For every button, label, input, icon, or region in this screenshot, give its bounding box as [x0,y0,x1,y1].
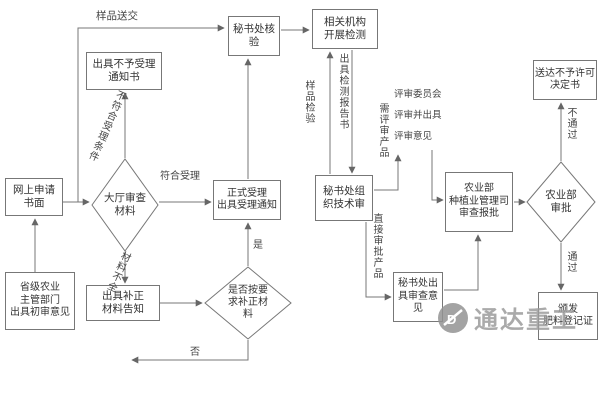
node-online-application: 网上申请 书面 [5,178,63,216]
node-technical-review: 秘书处组 织技术审 [315,175,373,221]
edge-label-yes: 是 [253,240,263,251]
edge-label-fail: 不通过 [565,107,576,140]
edge-label-pass: 通过 [565,251,576,273]
node-supplement-notice: 出具补正 材料告知 [86,285,160,321]
decision-hall-review-shape [91,158,159,252]
watermark: D 通达重工 [436,300,578,335]
node-denial-decision: 送达不予许可 决定书 [533,60,597,100]
decision-ministry-approval-shape [526,161,596,243]
node-institution-testing: 相关机构 开展检测 [312,9,378,49]
svg-text:D: D [447,312,456,327]
edge-label-test-report: 出具检测报告书 [337,53,348,130]
edge-techreview-to-committee [374,154,402,191]
node-secretariat-verification: 秘书处核 验 [228,16,280,56]
node-formal-acceptance: 正式受理 出具受理通知 [213,180,281,220]
edge-label-sample-test: 样品检验 [303,80,314,124]
node-review-opinion: 秘书处出 具审查意 见 [393,272,443,322]
edge-label-qualified: 符合受理 [160,171,200,182]
node-dept-review-approval: 农业部 种植业管理司 审查报批 [445,172,513,232]
edge-label-direct-approval: 直接审批产品 [371,213,382,279]
edge-label-need-review: 需评审产品 [377,103,388,158]
node-certificate: 颁发 肥料登记证 [538,292,598,340]
node-reject-notice: 出具不予受理 通知书 [86,52,162,90]
edge-techreview-to-opinion [365,222,392,301]
edge-sample-submit [77,24,225,202]
watermark-logo: D [438,302,468,333]
edge-decision-no [131,340,249,364]
node-provincial-preliminary-opinion: 省级农业 主管部门 出具初审意见 [5,272,75,330]
decision-supplement-shape [204,266,292,340]
decision-ministry-approval-label: 农业部 审批 [545,189,577,214]
watermark-text: 通达重工 [474,307,578,334]
annotation-review-committee: 评审委员会 评审并出具 评审意见 [394,89,442,142]
edge-label-sample-submit: 样品送交 [96,10,138,22]
edge-label-no: 否 [190,347,200,358]
decision-supplement-label: 是否按要 求补正材 料 [228,285,268,320]
decision-hall-review-label: 大厅审查 材料 [104,192,146,217]
edge-opinion-to-dept [444,234,482,291]
edge-committee-to-dept [431,150,444,204]
